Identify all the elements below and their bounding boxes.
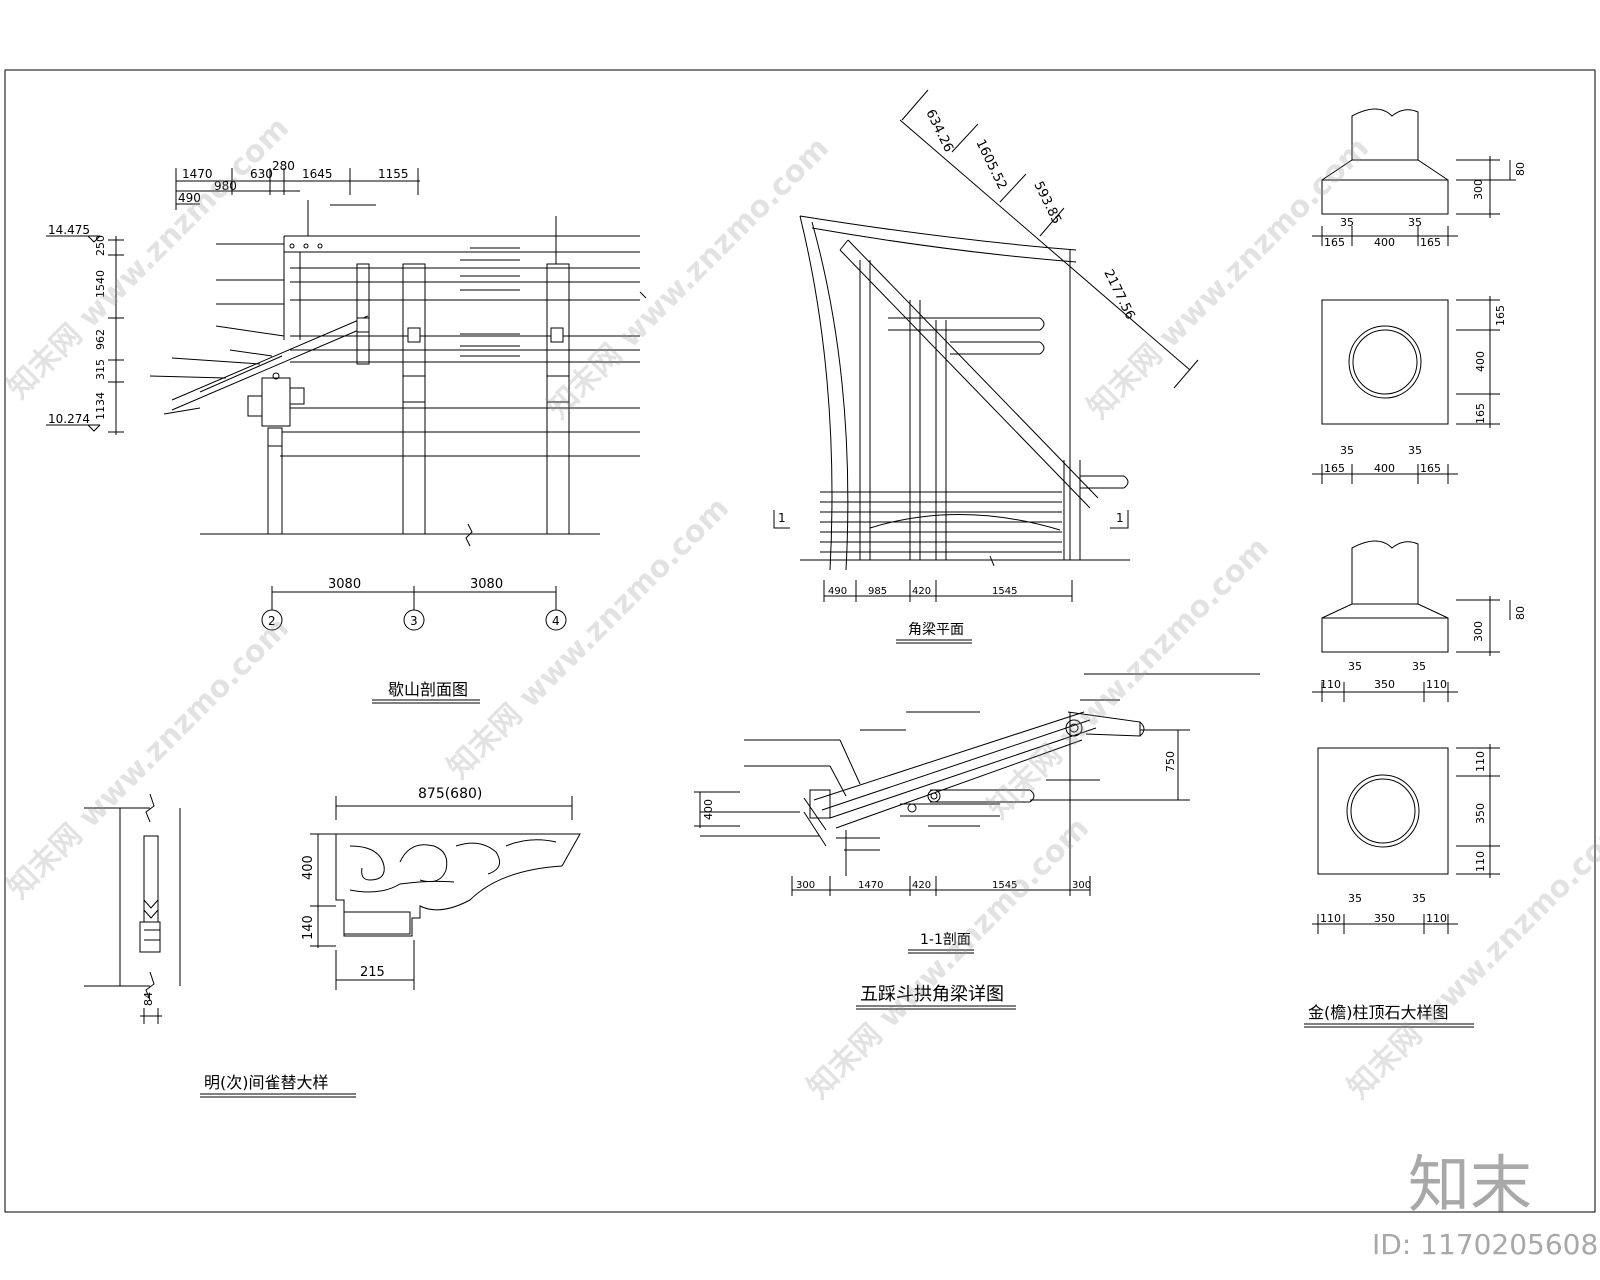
s11-dim-right: 750: [1164, 751, 1177, 772]
zd-a-h: 300: [1472, 179, 1485, 200]
queti-dim-400: 400: [301, 855, 316, 880]
zd-a-gap1: 35: [1340, 216, 1354, 229]
xs-dim-280: 280: [272, 159, 295, 173]
watermark-5: 知末网 www.znzmo.com: [1081, 131, 1376, 426]
xs-dim-1645: 1645: [302, 167, 333, 181]
queti-detail: 875(680) 400 140 215 84 明(次)间雀替大样: [84, 786, 581, 1098]
jiaoliang-title: 角梁平面: [908, 622, 964, 638]
jl-dim-2177: 2177.56: [1100, 267, 1137, 322]
watermark-7: 知末网 www.znzmo.com: [801, 811, 1096, 1106]
xs-elev-top: 14.475: [48, 223, 90, 237]
zd-b-pgap2: 35: [1412, 892, 1426, 905]
zd-a-w1: 165: [1324, 236, 1345, 249]
jl-dim-634: 634.26: [922, 107, 955, 154]
xs-axis-3: 3: [410, 614, 418, 628]
xs-vdim-250: 250: [94, 235, 107, 256]
watermark-6: 知末网 www.znzmo.com: [1341, 811, 1600, 1106]
zd-b-ph1: 110: [1474, 751, 1487, 772]
xs-axis-dim-2: 3080: [470, 577, 503, 592]
jl-bdim-1545: 1545: [992, 586, 1017, 597]
xs-axis-4: 4: [552, 614, 560, 628]
zd-b-h2: 80: [1514, 606, 1527, 620]
jl-bdim-420: 420: [912, 586, 931, 597]
zd-b-w1: 110: [1320, 678, 1341, 691]
xieshan-section: 1470 980 630 280 1645 1155 490 14.475 10…: [46, 159, 647, 704]
jl-bdim-985: 985: [868, 586, 887, 597]
jl-cut-right: 1: [1116, 511, 1124, 525]
zd-b-gap2: 35: [1412, 660, 1426, 673]
queti-title: 明(次)间雀替大样: [204, 1073, 329, 1092]
s11-bdim-1545: 1545: [992, 880, 1017, 891]
zd-a-ph1: 165: [1494, 305, 1507, 326]
jl-dim-593: 593.85: [1030, 179, 1063, 226]
xs-dim-630: 630: [250, 167, 273, 181]
sheet-border: [4, 69, 1596, 1213]
xs-dim-1470: 1470: [182, 167, 213, 181]
section11-title: 1-1剖面: [920, 932, 971, 948]
wucai-title: 五踩斗拱角梁详图: [860, 984, 1004, 1005]
zd-b-pw2: 350: [1374, 912, 1395, 925]
zd-b-ph3: 110: [1474, 851, 1487, 872]
watermark-2: 知末网 www.znzmo.com: [441, 491, 736, 786]
watermark-8: 知末网 www.znzmo.com: [1, 611, 296, 906]
zd-b-h: 300: [1472, 621, 1485, 642]
jl-cut-left: 1: [778, 511, 786, 525]
s11-bdim-300a: 300: [796, 880, 815, 891]
xs-vdim-962: 962: [94, 329, 107, 350]
zd-a-ph2: 400: [1474, 351, 1487, 372]
zhuding-title: 金(檐)柱顶石大样图: [1308, 1003, 1449, 1022]
zd-a-pw2: 400: [1374, 462, 1395, 475]
zd-a-w3: 165: [1420, 236, 1441, 249]
queti-dim-215: 215: [360, 965, 385, 980]
zd-a-h2: 80: [1514, 162, 1527, 176]
xs-dim-980: 980: [214, 179, 237, 193]
zd-a-gap2: 35: [1408, 216, 1422, 229]
watermark-1: 知末网 www.znzmo.com: [1, 111, 296, 406]
zhuding-detail: 300 80 165 400 165 35 35 165 400 165 35 …: [1304, 108, 1527, 1028]
zd-a-pgap2: 35: [1408, 444, 1422, 457]
brand-logo: 知末: [1408, 1148, 1532, 1221]
s11-bdim-1470: 1470: [858, 880, 883, 891]
s11-bdim-300b: 300: [1072, 880, 1091, 891]
zd-a-pw1: 165: [1324, 462, 1345, 475]
zd-a-ph3: 165: [1474, 403, 1487, 424]
watermark-3: 知末网 www.znzmo.com: [541, 131, 836, 426]
s11-bdim-420: 420: [912, 880, 931, 891]
zd-a-pgap1: 35: [1340, 444, 1354, 457]
xieshan-title: 歇山剖面图: [388, 680, 468, 699]
image-id: ID: 1170205608: [1372, 1228, 1598, 1261]
jl-dim-1605: 1605.52: [972, 137, 1009, 192]
queti-dim-top: 875(680): [418, 786, 482, 802]
zd-b-w2: 350: [1374, 678, 1395, 691]
zd-b-pgap1: 35: [1348, 892, 1362, 905]
queti-dim-140: 140: [301, 915, 316, 940]
xs-axis-2: 2: [268, 614, 276, 628]
section-1-1: 400 750 300 1470 420 1545 300 1-1剖面 五踩斗拱…: [694, 673, 1260, 1010]
jl-bdim-490: 490: [828, 586, 847, 597]
watermark-4: 知末网 www.znzmo.com: [981, 531, 1276, 826]
s11-dim-left: 400: [702, 799, 715, 820]
xs-vdim-315: 315: [94, 359, 107, 380]
queti-dim-84: 84: [142, 992, 155, 1006]
watermark-layer: 知末网 www.znzmo.com 知末网 www.znzmo.com 知末网 …: [1, 111, 1600, 1106]
xs-elev-bot: 10.274: [48, 412, 90, 426]
zd-a-pw3: 165: [1420, 462, 1441, 475]
zd-b-ph2: 350: [1474, 803, 1487, 824]
zd-b-pw1: 110: [1320, 912, 1341, 925]
xs-vdim-1540: 1540: [94, 270, 107, 298]
xs-dim-1155: 1155: [378, 167, 409, 181]
zd-b-w3: 110: [1426, 678, 1447, 691]
xs-axis-dim-1: 3080: [328, 577, 361, 592]
zd-a-w2: 400: [1374, 236, 1395, 249]
zd-b-pw3: 110: [1426, 912, 1447, 925]
xs-dim-490: 490: [178, 191, 201, 205]
zd-b-gap1: 35: [1348, 660, 1362, 673]
xs-vdim-1134: 1134: [94, 392, 107, 420]
